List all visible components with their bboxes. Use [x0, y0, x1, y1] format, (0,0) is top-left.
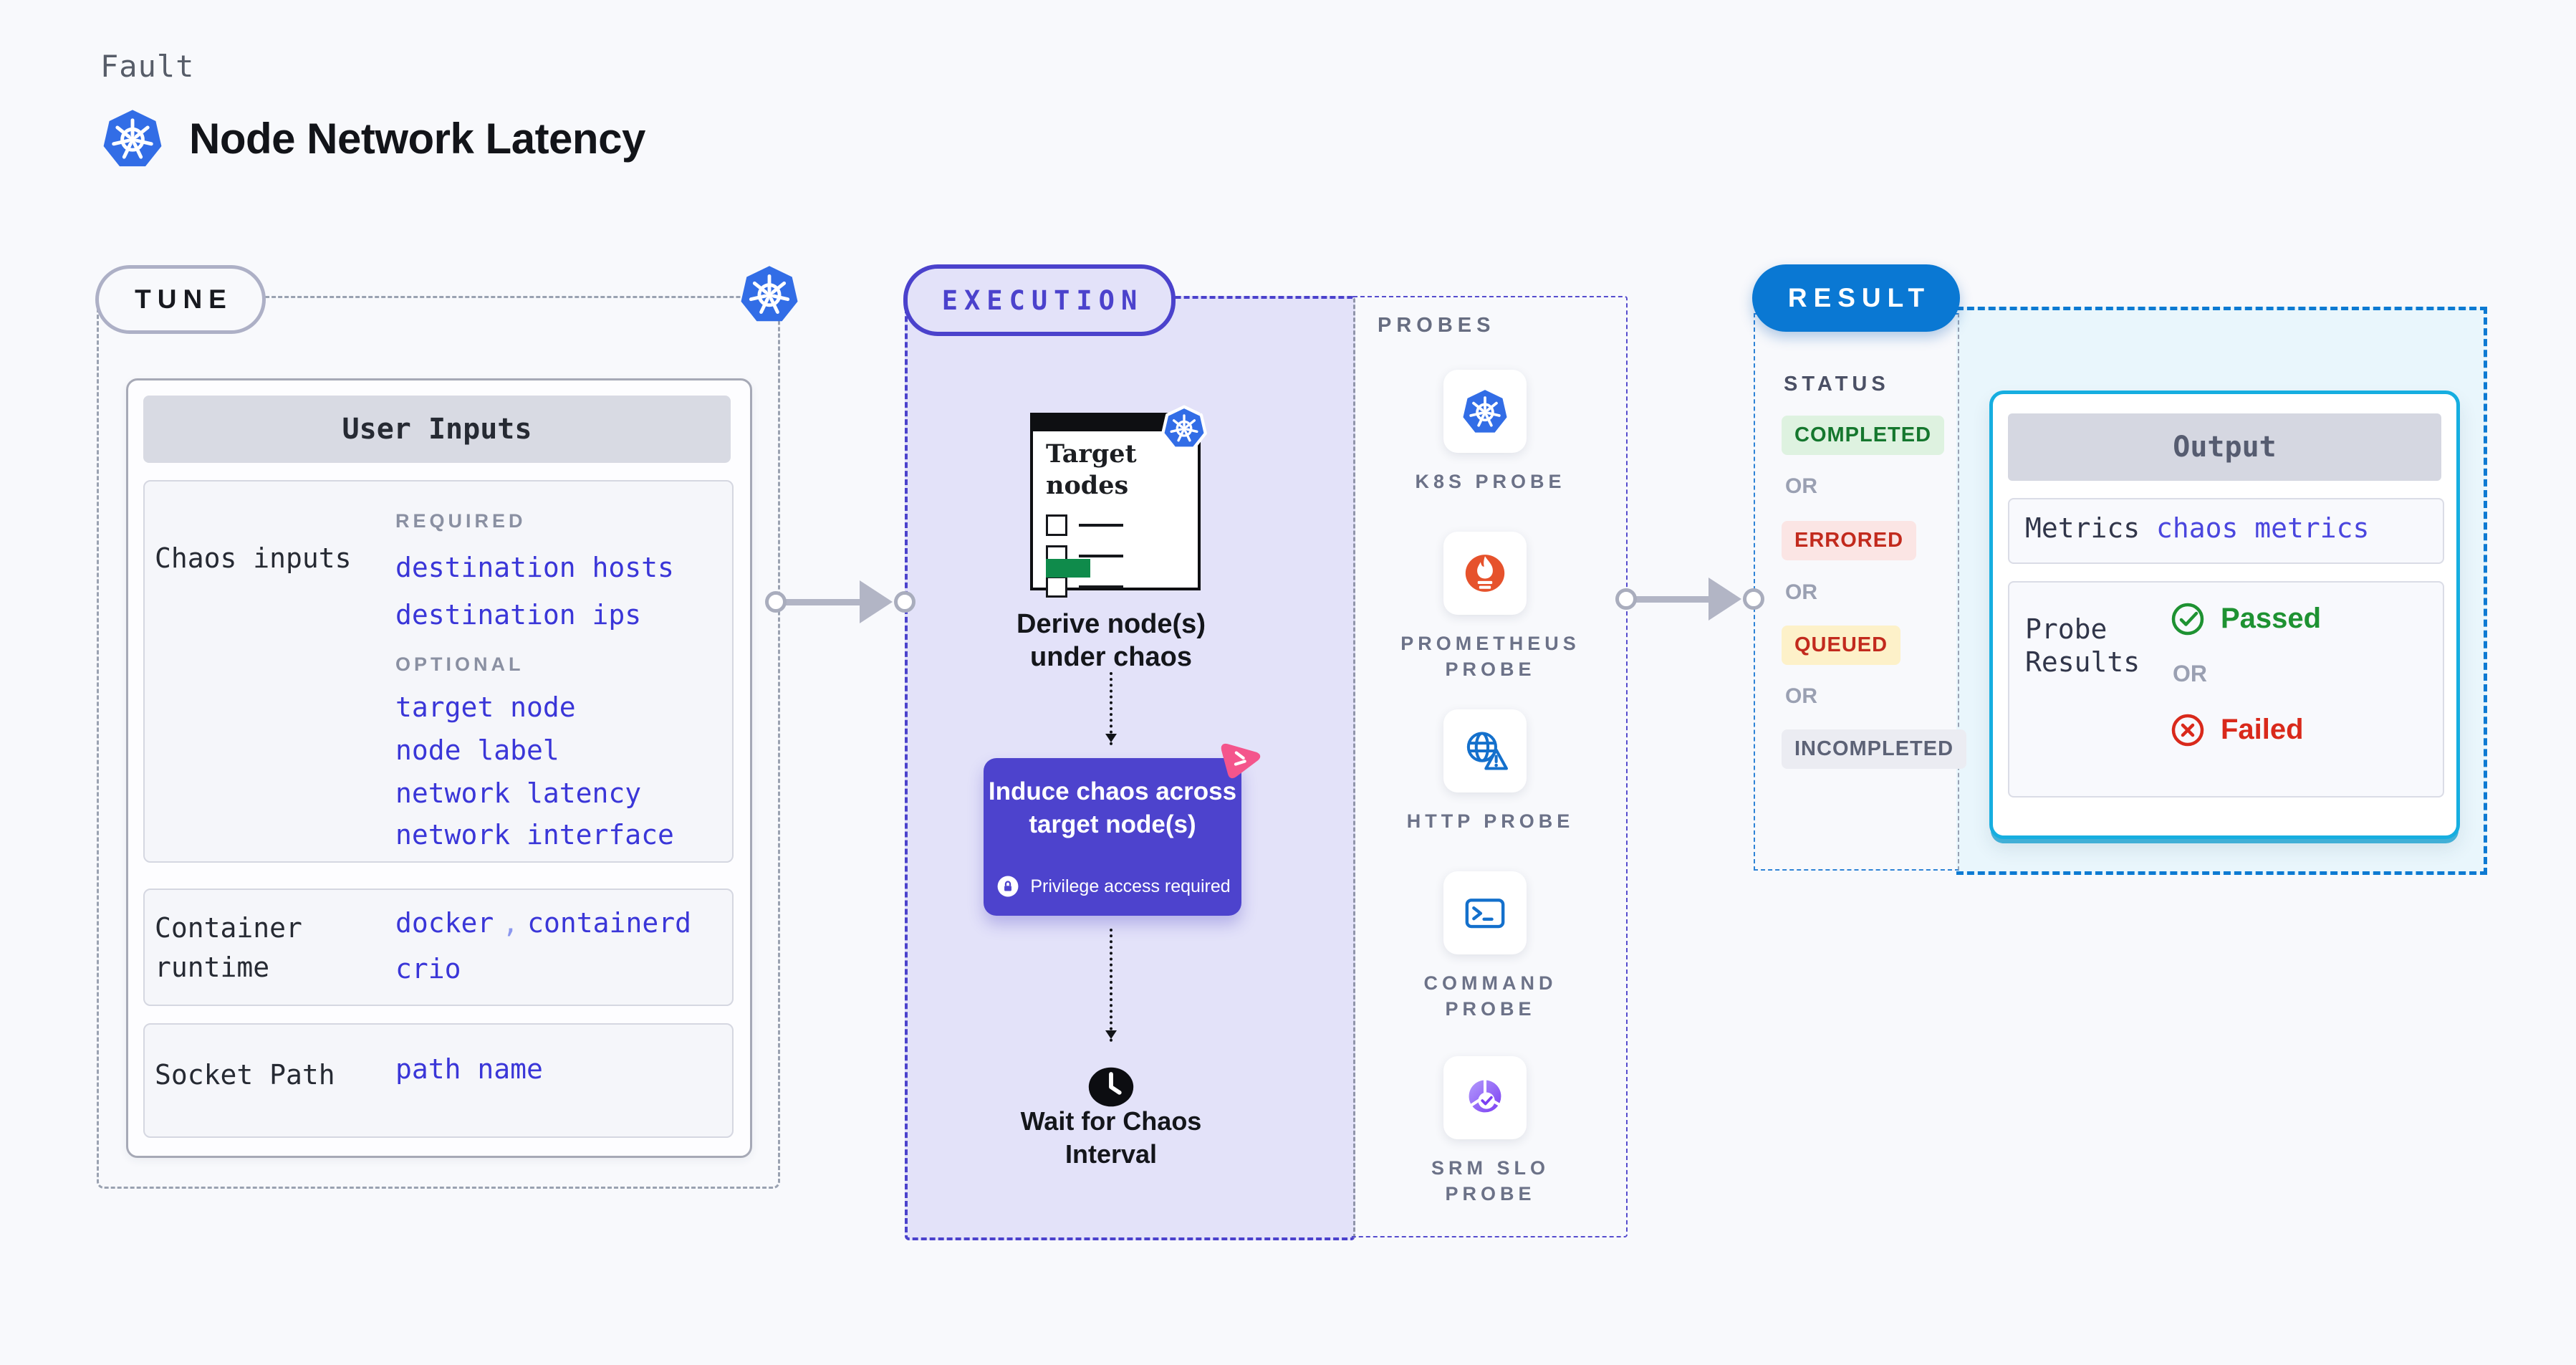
probes-section-boundary: [1350, 296, 1628, 1237]
status-badge-completed: COMPLETED: [1782, 416, 1945, 455]
status-badge-incompleted: INCOMPLETED: [1782, 729, 1967, 769]
probe-card-http: [1443, 709, 1527, 792]
checklist-row: [1046, 514, 1123, 536]
probe-label: HTTP PROBE: [1406, 810, 1575, 832]
derive-nodes-step: Derive node(s) under chaos: [1017, 609, 1206, 673]
chaos-input-value: destination ips: [395, 599, 642, 631]
probe-card-prometheus: [1443, 532, 1527, 615]
container-runtime-label: Container runtime: [155, 912, 302, 984]
status-badge-errored: ERRORED: [1782, 521, 1917, 560]
container-runtime-section: [143, 889, 734, 1006]
output-card: Output Metrics chaos metrics Probe Resul…: [1989, 391, 2460, 839]
list-line: [1079, 585, 1123, 588]
status-heading: STATUS: [1784, 373, 1890, 396]
wait-interval-step: Wait for Chaos Interval: [1020, 1106, 1202, 1169]
checkbox-icon: [1046, 576, 1067, 598]
status-badge-queued: QUEUED: [1782, 626, 1901, 665]
probe-card-k8s: [1443, 370, 1527, 453]
check-circle-icon: [2170, 601, 2206, 637]
slo-pie-icon: [1461, 1073, 1509, 1122]
user-inputs-title: User Inputs: [143, 396, 731, 463]
execution-section-label: EXECUTION: [903, 264, 1176, 336]
x-circle-icon: [2170, 712, 2206, 748]
checklist-row: [1046, 576, 1123, 598]
induce-chaos-title: Induce chaos across target node(s): [988, 777, 1237, 838]
window-title-bar: [1033, 416, 1198, 431]
privilege-note: Privilege access required: [984, 873, 1241, 900]
connector-dot: [894, 591, 915, 613]
failed-text: Failed: [2221, 714, 2304, 745]
chaos-input-value: target node: [395, 691, 576, 723]
chaos-input-value: network interface: [395, 819, 674, 851]
tune-section-boundary: [97, 296, 780, 1189]
runtime-values-line: docker,containerd: [395, 907, 691, 939]
list-line: [1079, 524, 1123, 527]
runtime-value: crio: [395, 953, 461, 985]
prometheus-icon: [1461, 549, 1509, 598]
flow-arrow-down: [1105, 672, 1117, 745]
or-text: OR: [1785, 474, 1817, 498]
kubernetes-icon: [1461, 387, 1509, 436]
target-nodes-title: Target nodes: [1046, 439, 1137, 500]
metrics-value: chaos metrics: [2156, 512, 2370, 544]
runtime-value: docker: [395, 907, 494, 939]
kubernetes-icon: [1160, 404, 1208, 451]
kubernetes-icon: [738, 262, 801, 325]
or-text: OR: [2173, 661, 2207, 686]
socket-path-value: path name: [395, 1053, 543, 1085]
optional-heading: OPTIONAL: [395, 653, 524, 675]
http-globe-icon: [1461, 727, 1509, 775]
probes-heading: PROBES: [1378, 314, 1496, 337]
socket-path-label: Socket Path: [155, 1059, 335, 1091]
induce-chaos-step: Induce chaos across target node(s) Privi…: [984, 758, 1241, 916]
probe-label: K8S PROBE: [1415, 471, 1566, 492]
required-heading: REQUIRED: [395, 510, 527, 532]
tune-section-label: TUNE: [95, 265, 266, 334]
lock-icon: [994, 873, 1022, 900]
progress-bar: [1046, 559, 1090, 578]
chaos-inputs-label: Chaos inputs: [155, 542, 352, 574]
kubernetes-logo-icon: [100, 106, 165, 171]
connector-dot: [765, 591, 787, 613]
connector-dot: [1743, 588, 1764, 610]
page-title-row: Node Network Latency: [100, 106, 645, 171]
runtime-separator: ,: [502, 907, 519, 939]
output-title: Output: [2008, 413, 2441, 481]
connector-dot: [1615, 588, 1637, 610]
passed-text: Passed: [2221, 603, 2322, 634]
result-section-label: RESULT: [1752, 264, 1960, 332]
metrics-label: Metrics: [2025, 512, 2140, 544]
checkbox-icon: [1046, 514, 1067, 536]
or-text: OR: [1785, 580, 1817, 604]
chaos-input-value: network latency: [395, 777, 642, 809]
probe-results-label: Probe Results: [2025, 613, 2140, 679]
litmus-chaos-icon: [1216, 733, 1266, 783]
runtime-value: containerd: [527, 907, 691, 939]
node-checklist: [1046, 514, 1123, 598]
metrics-row: [2008, 498, 2444, 564]
terminal-icon: [1461, 889, 1509, 937]
chaos-input-value: destination hosts: [395, 552, 674, 583]
list-line: [1079, 555, 1123, 557]
or-text: OR: [1785, 684, 1817, 708]
page-title: Node Network Latency: [189, 114, 645, 163]
probe-card-srm-slo: [1443, 1056, 1527, 1139]
chaos-input-value: node label: [395, 734, 559, 766]
fault-eyebrow: Fault: [100, 49, 195, 84]
probe-card-command: [1443, 871, 1527, 954]
chaos-inputs-section: [143, 480, 734, 863]
probe-results-row: [2008, 581, 2444, 798]
flow-arrow-down: [1105, 929, 1117, 1042]
socket-path-section: [143, 1023, 734, 1138]
